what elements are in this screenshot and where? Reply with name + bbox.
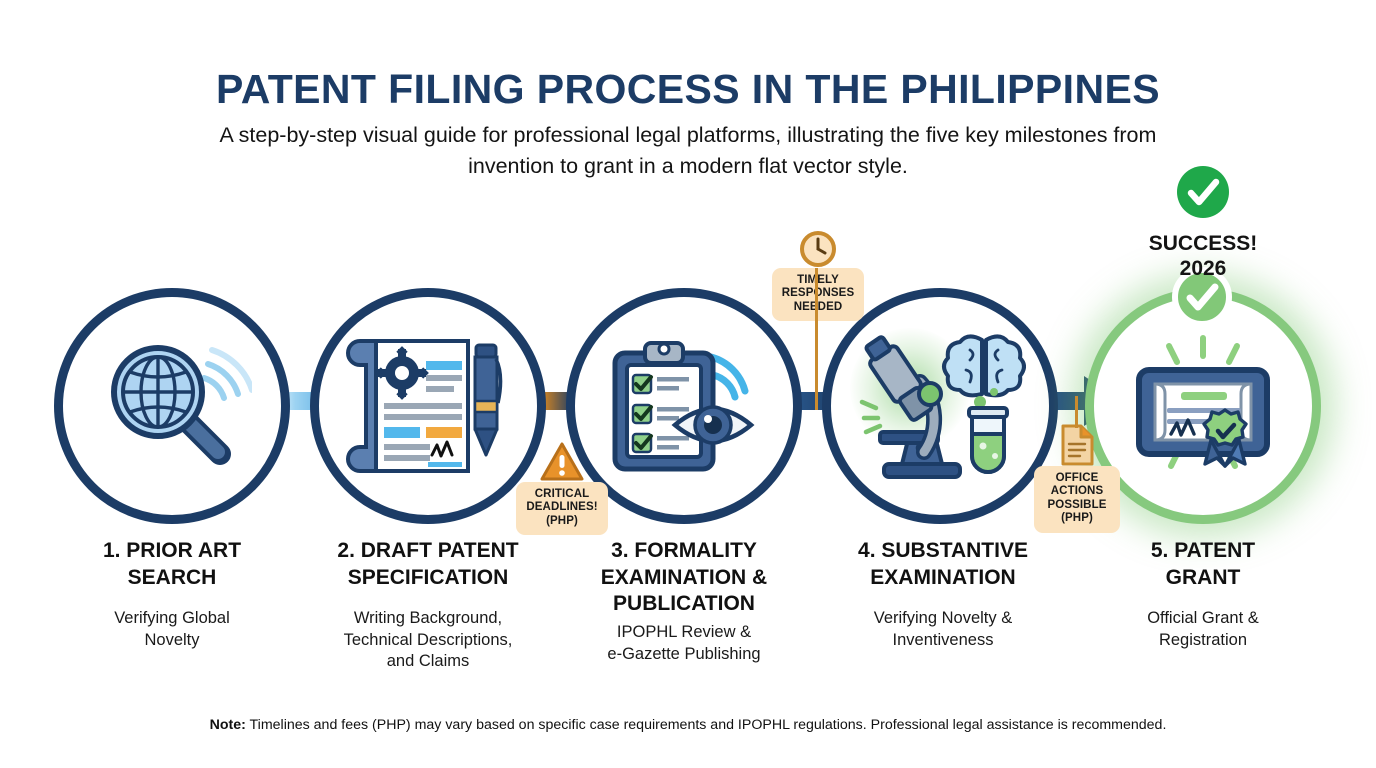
- callout-critical-deadlines[interactable]: CRITICAL DEADLINES! (PHP): [516, 442, 608, 536]
- check-circle-icon: [1177, 166, 1229, 218]
- certificate-ribbon-icon: [1136, 335, 1270, 469]
- callout-timely-responses-text: TIMELY RESPONSES NEEDED: [772, 268, 864, 322]
- callout-office-actions-text: OFFICE ACTIONS POSSIBLE (PHP): [1034, 466, 1120, 533]
- step-5-desc: Official Grant & Registration: [1147, 609, 1259, 649]
- microscope-brain-testtube-icon: [859, 334, 1026, 479]
- step-3-label: 3. FORMALITY EXAMINATION & PUBLICATION: [600, 539, 768, 615]
- step-1-desc: Verifying Global Novelty: [114, 609, 230, 649]
- success-badge: SUCCESS! 2026: [1108, 164, 1298, 281]
- callout-office-actions-stem: [1075, 396, 1078, 428]
- warning-triangle-icon: [540, 442, 584, 481]
- step-4-desc: Verifying Novelty & Inventiveness: [873, 609, 1013, 649]
- step-3-desc: IPOPHL Review & e-Gazette Publishing: [607, 623, 761, 663]
- step-2-circle: [310, 288, 546, 524]
- document-icon: [1061, 424, 1094, 466]
- page-subtitle: A step-by-step visual guide for professi…: [219, 123, 1157, 178]
- step-5-label: 5. PATENT GRANT: [1150, 539, 1256, 589]
- step-4[interactable]: [822, 288, 1058, 524]
- step-3[interactable]: [566, 288, 802, 524]
- callout-critical-deadlines-text: CRITICAL DEADLINES! (PHP): [516, 482, 608, 536]
- step-2-desc: Writing Background, Technical Descriptio…: [343, 609, 513, 670]
- success-label: SUCCESS! 2026: [1148, 232, 1258, 280]
- clock-icon: [800, 231, 836, 267]
- callout-timely-responses[interactable]: TIMELY RESPONSES NEEDED: [772, 230, 864, 322]
- document-gear-pen-icon: [346, 339, 503, 473]
- callout-office-actions[interactable]: OFFICE ACTIONS POSSIBLE (PHP): [1034, 424, 1120, 533]
- footer-note: Note: Timelines and fees (PHP) may vary …: [0, 717, 1376, 733]
- step-5[interactable]: [1085, 267, 1321, 524]
- footer-note-prefix: Note:: [209, 717, 246, 733]
- page-title: PATENT FILING PROCESS IN THE PHILIPPINES: [216, 66, 1160, 112]
- callout-timely-responses-stem: [815, 268, 818, 410]
- step-2-label: 2. DRAFT PATENT SPECIFICATION: [337, 539, 519, 589]
- step-1-label: 1. PRIOR ART SEARCH: [102, 539, 242, 589]
- step-1[interactable]: [54, 288, 290, 524]
- globe-magnifier-icon: [111, 345, 252, 465]
- step-4-label: 4. SUBSTANTIVE EXAMINATION: [858, 539, 1028, 589]
- step-2[interactable]: [310, 288, 546, 524]
- step-5-check-badge-icon: [1172, 267, 1232, 327]
- clipboard-checklist-eye-icon: [612, 341, 755, 472]
- footer-note-text: Timelines and fees (PHP) may vary based …: [245, 717, 1167, 733]
